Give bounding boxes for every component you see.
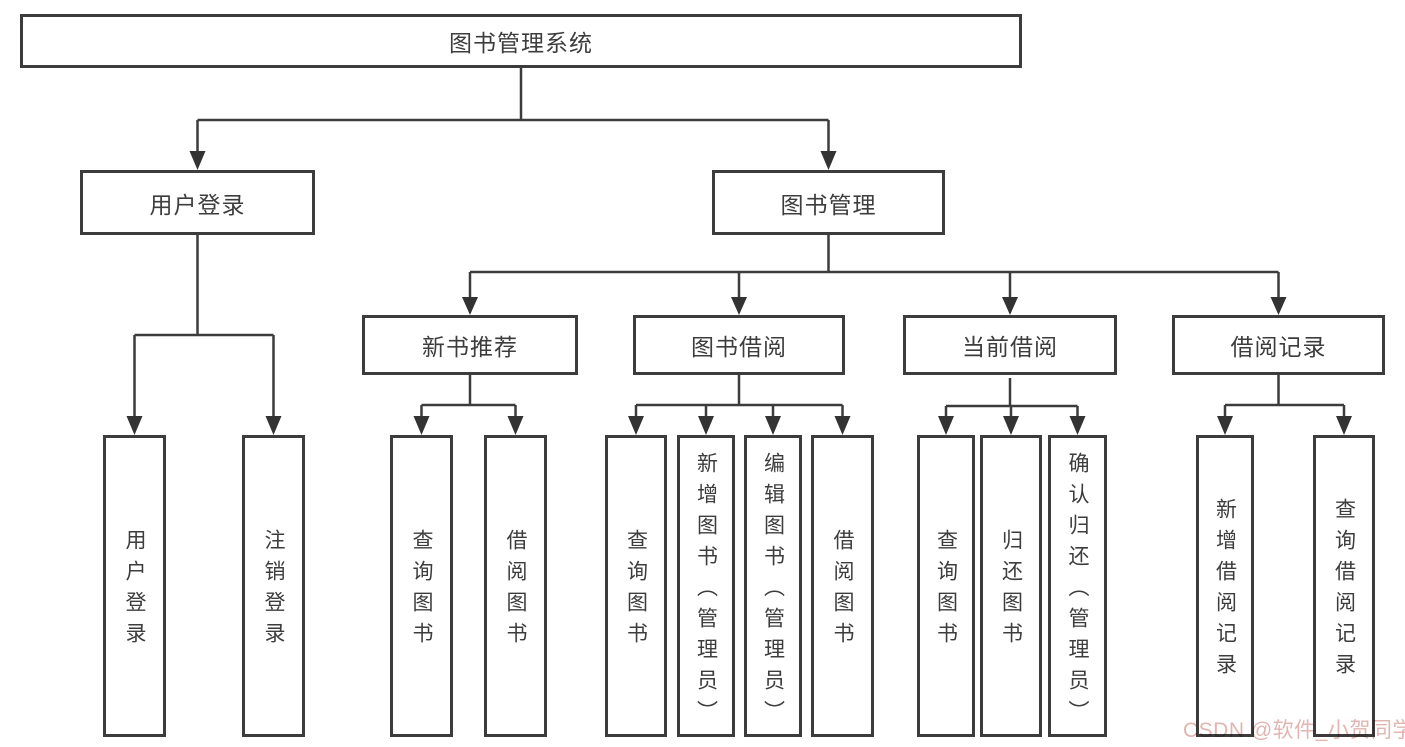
node-book-borrowing: 图书借阅	[633, 315, 845, 375]
leaf-add-borrow-record: 新增借阅记录	[1196, 435, 1254, 737]
leaf-borrow-books-newbook: 借阅图书	[484, 435, 547, 737]
node-new-book-recommendation: 新书推荐	[362, 315, 578, 375]
leaf-confirm-return-admin: 确认归还（管理员）	[1048, 435, 1107, 737]
leaf-query-borrow-record-label: 查询借阅记录	[1332, 498, 1356, 684]
leaf-user-login: 用户登录	[103, 435, 166, 737]
leaf-query-borrow-record: 查询借阅记录	[1313, 435, 1375, 737]
leaf-query-books-borrowing: 查询图书	[605, 435, 667, 737]
leaf-logout-label: 注销登录	[262, 529, 285, 653]
leaf-edit-book-admin-label: 编辑图书（管理员）	[761, 451, 785, 731]
leaf-query-books-current: 查询图书	[917, 435, 975, 737]
leaf-confirm-return-admin-label: 确认归还（管理员）	[1066, 451, 1089, 731]
leaf-edit-book-admin: 编辑图书（管理员）	[744, 435, 802, 737]
node-book-management: 图书管理	[712, 170, 945, 235]
leaf-add-book-admin: 新增图书（管理员）	[677, 435, 735, 737]
node-borrowing-records: 借阅记录	[1172, 315, 1385, 375]
leaf-return-books: 归还图书	[980, 435, 1042, 737]
leaf-query-books-current-label: 查询图书	[934, 529, 958, 653]
leaf-logout: 注销登录	[242, 435, 305, 737]
node-user-login: 用户登录	[80, 170, 315, 235]
leaf-add-borrow-record-label: 新增借阅记录	[1213, 498, 1237, 684]
leaf-borrow-books-borrowing: 借阅图书	[811, 435, 874, 737]
leaf-user-login-label: 用户登录	[123, 529, 146, 653]
node-library-system-root: 图书管理系统	[20, 14, 1022, 68]
leaf-query-books-newbook: 查询图书	[390, 435, 453, 737]
leaf-borrow-books-newbook-label: 借阅图书	[504, 529, 527, 653]
csdn-watermark: CSDN @软件_小贺同学	[1183, 719, 1405, 742]
leaf-borrow-books-borrowing-label: 借阅图书	[831, 529, 854, 653]
leaf-query-books-borrowing-label: 查询图书	[624, 529, 648, 653]
leaf-query-books-newbook-label: 查询图书	[410, 529, 433, 653]
leaf-add-book-admin-label: 新增图书（管理员）	[694, 451, 718, 731]
node-current-borrowing: 当前借阅	[903, 315, 1117, 375]
leaf-return-books-label: 归还图书	[999, 529, 1023, 653]
